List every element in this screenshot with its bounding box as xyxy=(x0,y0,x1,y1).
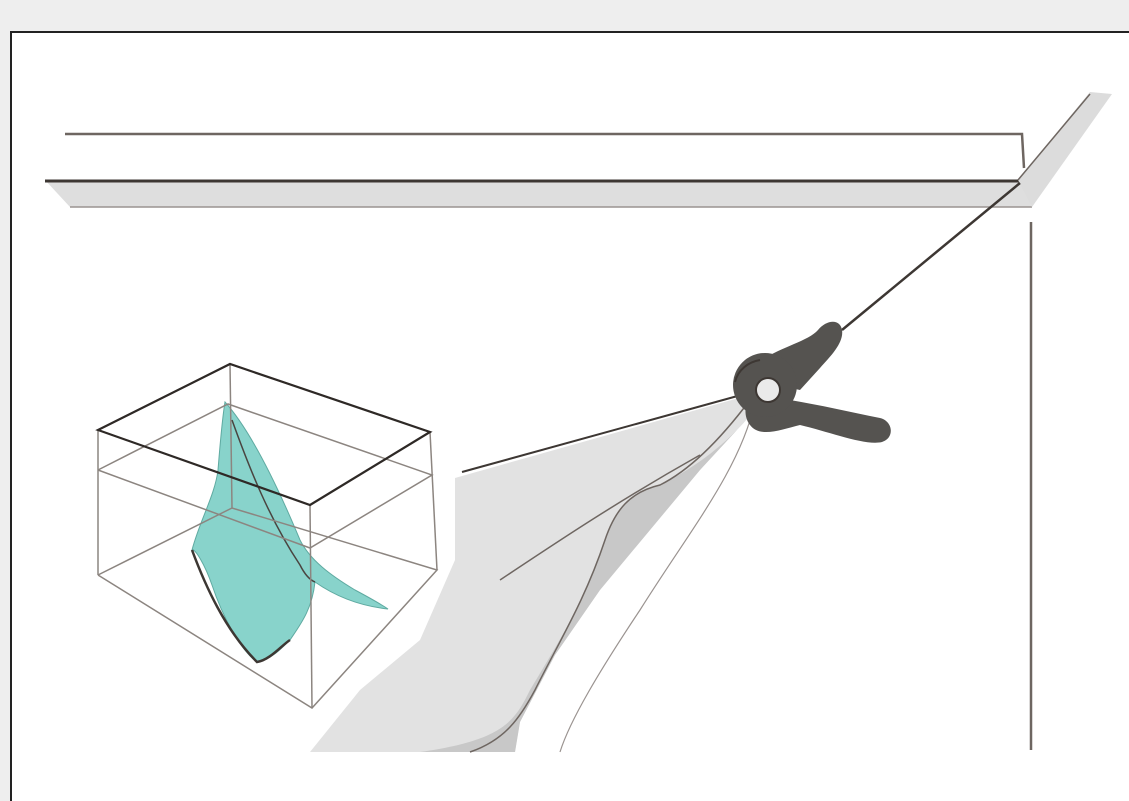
rail-diagonal-edge xyxy=(1017,93,1091,181)
teal-fabric xyxy=(191,400,389,663)
box-middle-ring xyxy=(97,403,434,549)
cloth-shadow xyxy=(420,418,748,752)
teal-fabric-fold xyxy=(231,419,316,583)
box-edge-back xyxy=(229,363,233,509)
rail-diagonal xyxy=(1018,92,1112,207)
box-bottom-face xyxy=(97,507,439,709)
box-edge-right xyxy=(429,431,438,571)
cloth-fold-2 xyxy=(469,399,751,753)
rope xyxy=(841,182,1021,331)
rail-band xyxy=(45,180,1032,207)
clamp-detail xyxy=(734,359,761,383)
rail-top-line xyxy=(65,132,1026,169)
box-top-face-outline xyxy=(95,362,433,507)
cloth-fold-3 xyxy=(559,401,756,753)
illustration-panel xyxy=(10,31,1129,801)
cloth-body xyxy=(310,392,760,752)
cloth-top-edge xyxy=(461,391,753,473)
inset-box-diagram xyxy=(95,362,439,709)
ceiling-rail xyxy=(45,92,1112,208)
cloth-fold-1 xyxy=(499,454,701,581)
spring-clamp-icon xyxy=(733,321,891,443)
clamp-ring xyxy=(755,377,781,403)
box-edge-front xyxy=(309,504,313,709)
teal-fabric-edge xyxy=(190,549,291,664)
cloth-sail xyxy=(310,391,760,753)
